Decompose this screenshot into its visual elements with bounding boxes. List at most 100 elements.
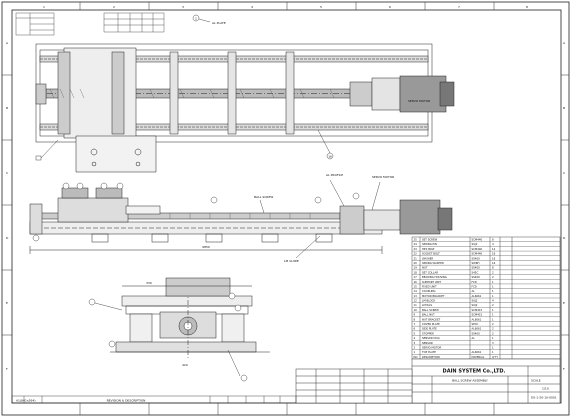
parts-row-name: MOTOR BRACKET: [422, 294, 445, 298]
parts-row-material: SCM440: [472, 238, 483, 242]
parts-row-qty: 16: [492, 256, 496, 260]
parts-row-no: 24: [414, 242, 418, 246]
parts-row-name: SIDE PLATE: [422, 327, 437, 331]
parts-row-material: SCM440: [472, 247, 483, 251]
row-ref-D-right: D: [563, 236, 566, 240]
parts-row-no: 21: [414, 256, 418, 260]
col-ref-4: 4: [251, 5, 253, 9]
parts-row-name: SET COLLAR: [422, 270, 438, 274]
parts-row-no: 15: [414, 284, 418, 288]
parts-row-no: 5: [414, 331, 416, 335]
parts-row-name: COUPLING: [422, 289, 435, 293]
parts-row-qty: 3: [492, 341, 494, 345]
parts-row-material: SCM415: [472, 308, 483, 312]
parts-row-material: AL: [472, 289, 476, 293]
row-ref-F: F: [6, 367, 8, 371]
parts-row-no: 19: [414, 266, 418, 270]
side-view-callouts: [32, 179, 381, 259]
parts-row-name: SET SCREW: [422, 238, 438, 242]
parts-row-name: NUT BRACKET: [422, 317, 441, 321]
parts-row-material: FCD: [472, 280, 477, 284]
revision-table-top: [15, 12, 165, 36]
parts-row-no: 22: [414, 252, 418, 256]
top-view: [35, 43, 455, 173]
parts-row-name: WASHER: [422, 256, 433, 260]
parts-row-name: COVER PLATE: [422, 322, 440, 326]
scale-label: SCALE: [531, 379, 541, 383]
parts-row-material: SS400: [472, 331, 481, 335]
column-zone-labels: 1 2 3 4 5 6 7 8: [43, 5, 528, 9]
row-ref-B: B: [6, 106, 8, 110]
parts-row-qty: 1: [492, 294, 494, 298]
parts-row-material: SS400: [472, 256, 481, 260]
side-view-ticks: [169, 213, 311, 219]
parts-row-no: 10: [414, 308, 418, 312]
col-ref-1: 1: [43, 5, 45, 9]
section-dim-2: 420: [182, 363, 188, 367]
parts-row-qty: 1: [492, 336, 494, 340]
section-callouts: [88, 292, 248, 382]
parts-row-no: 2: [414, 345, 416, 349]
parts-row-qty: 1: [492, 345, 494, 349]
parts-header-material: MATERIAL: [472, 355, 485, 359]
parts-row-no: 18: [414, 270, 418, 274]
parts-row-qty: 1: [492, 280, 494, 284]
parts-row-no: 25: [414, 238, 418, 242]
parts-row-name: LM RAIL: [422, 303, 433, 307]
parts-row-no: 3: [414, 341, 416, 345]
section-dim-1: 330: [146, 281, 152, 285]
parts-row-material: SUJ2: [472, 242, 478, 246]
parts-row-qty: 1: [492, 308, 494, 312]
parts-row-qty: 1: [492, 284, 494, 288]
note-lm-guide: LM GUIDE: [284, 259, 299, 263]
parts-row-no: 12: [414, 299, 418, 303]
note-al-profile: AL PROFILE: [326, 173, 343, 177]
row-ref-E: E: [6, 301, 8, 305]
parts-row-material: AL6061: [472, 327, 482, 331]
parts-row-no: 7: [414, 322, 416, 326]
parts-header-no: NO: [414, 355, 418, 359]
parts-row-qty: 1: [492, 313, 494, 317]
parts-row-material: SUJ2: [472, 303, 478, 307]
parts-row-qty: 8: [492, 238, 494, 242]
parts-row-name: BALL SCREW: [422, 308, 439, 312]
parts-row-no: 1: [414, 350, 416, 354]
parts-row-name: BEARING HOUSING: [422, 275, 447, 279]
parts-row-name: SPRING WASHER: [422, 261, 444, 265]
parts-row-name: SUPPORT UNIT: [422, 280, 441, 284]
row-ref-D: D: [6, 236, 9, 240]
section-view: [110, 277, 270, 360]
column-zones: [79, 2, 495, 415]
row-ref-C-right: C: [563, 171, 565, 175]
row-ref-B-right: B: [563, 106, 565, 110]
parts-row-name: HEX BOLT: [422, 247, 435, 251]
parts-row-qty: 4: [492, 242, 494, 246]
parts-row-material: SS400: [472, 275, 481, 279]
parts-row-qty: 8: [492, 266, 494, 270]
parts-header-name: DESCRIPTION: [422, 355, 440, 359]
parts-row-no: 4: [414, 336, 416, 340]
col-ref-7: 7: [458, 5, 460, 9]
parts-row-qty: 1: [492, 350, 494, 354]
parts-row-qty: 2: [492, 331, 494, 335]
parts-row-material: FCD: [472, 284, 477, 288]
note-al-plate: AL PLATE: [212, 21, 226, 25]
parts-row-material: SUJ2: [472, 299, 478, 303]
parts-row-material: SCM440: [472, 252, 483, 256]
callout-top-16: 16: [328, 154, 332, 158]
row-zones: [2, 74, 569, 336]
parts-row-material: AL6061: [472, 317, 482, 321]
sheet-size-tag: A1(841x594): [16, 399, 36, 403]
note-servo-motor-side: SERVO MOTOR: [372, 175, 394, 179]
parts-row-qty: 1: [492, 317, 494, 321]
parts-row-qty: 12: [492, 247, 496, 251]
row-ref-F-right: F: [563, 367, 565, 371]
title-block-frame: [295, 358, 561, 404]
parts-row-material: AL6061: [472, 294, 482, 298]
col-ref-2: 2: [113, 5, 115, 9]
parts-row-no: 17: [414, 275, 418, 279]
note-ball-screw: BALL SCREW: [254, 195, 273, 199]
parts-row-no: 13: [414, 294, 418, 298]
parts-row-name: SOCKET BOLT: [422, 252, 440, 256]
